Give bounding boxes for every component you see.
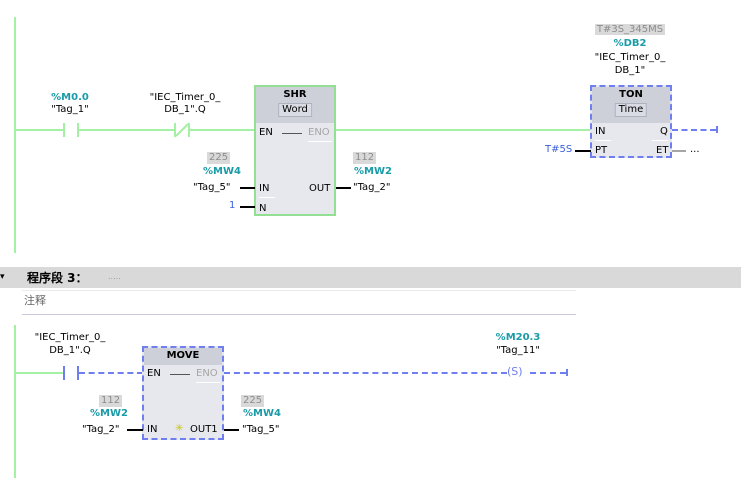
en-eno-line bbox=[170, 374, 190, 375]
instance-address: %DB2 bbox=[613, 38, 647, 49]
in-wire bbox=[127, 429, 143, 431]
rung-wire bbox=[79, 372, 143, 374]
pt-wire bbox=[575, 150, 591, 152]
pin-underline bbox=[308, 141, 332, 142]
block-name: MOVE bbox=[166, 350, 200, 361]
block-name: SHR bbox=[283, 89, 307, 100]
power-rail bbox=[14, 325, 16, 478]
coil-tag: "Tag_11" bbox=[496, 345, 540, 356]
operand-tag: "Tag_2" bbox=[353, 182, 391, 193]
move-block[interactable]: MOVE EN ENO IN ✳ OUT1 bbox=[142, 346, 224, 440]
et-wire bbox=[672, 150, 686, 152]
power-rail bbox=[14, 17, 16, 253]
en-eno-line bbox=[282, 133, 302, 134]
contact-right-bar bbox=[77, 366, 79, 380]
contact-address: %M0.0 bbox=[51, 92, 89, 103]
contact-left-bar bbox=[174, 123, 176, 137]
comment-divider bbox=[22, 314, 576, 315]
wire-end bbox=[566, 369, 568, 376]
pin-underline bbox=[652, 140, 668, 141]
pin-underline bbox=[259, 197, 275, 198]
pin-pt: PT bbox=[595, 145, 608, 156]
operand-tag: "Tag_5" bbox=[193, 182, 231, 193]
ton-block[interactable]: TON Time IN Q PT ET bbox=[590, 85, 672, 158]
contact-tag-line1: "IEC_Timer_0_ bbox=[149, 92, 221, 103]
pin-et: ET bbox=[656, 145, 669, 156]
rung-wire bbox=[224, 372, 507, 374]
coil-set-letter: S bbox=[511, 365, 519, 378]
ton-pt-constant[interactable]: T#5S bbox=[545, 144, 573, 155]
operand-tag: "Tag_5" bbox=[242, 424, 280, 435]
pin-underline bbox=[595, 140, 611, 141]
instance-line2: DB_1" bbox=[614, 65, 646, 76]
out-wire bbox=[336, 187, 351, 189]
shr-block[interactable]: SHR Word EN ENO IN N OUT bbox=[254, 85, 336, 216]
ton-et-placeholder[interactable]: ... bbox=[690, 144, 700, 155]
network-label: 程序段 3： bbox=[27, 271, 88, 285]
wire-end bbox=[716, 126, 718, 133]
instance-line1: "IEC_Timer_0_ bbox=[594, 52, 666, 63]
network-title[interactable]: ..... bbox=[108, 272, 121, 281]
contact-tag-line2: DB_1".Q bbox=[49, 345, 91, 356]
pin-in: IN bbox=[259, 183, 270, 194]
instance-value: T#3S_345MS bbox=[594, 24, 666, 35]
pin-underline bbox=[196, 382, 220, 383]
add-output-star-icon[interactable]: ✳ bbox=[175, 423, 184, 434]
pin-eno: ENO bbox=[196, 368, 218, 379]
in-wire bbox=[240, 187, 255, 189]
block-header bbox=[144, 348, 222, 365]
q-wire bbox=[672, 129, 716, 131]
comment-placeholder: 注释 bbox=[24, 294, 46, 307]
contact-tag: "Tag_1" bbox=[51, 104, 89, 115]
n-wire bbox=[240, 206, 255, 208]
operand-value: 225 bbox=[207, 152, 231, 164]
operand-address: %MW4 bbox=[243, 408, 281, 419]
operand-value: 225 bbox=[241, 395, 265, 407]
shr-n-constant[interactable]: 1 bbox=[229, 200, 236, 211]
operand-address: %MW2 bbox=[90, 408, 128, 419]
contact-tag-line2: DB_1".Q bbox=[164, 104, 206, 115]
out-wire bbox=[224, 429, 239, 431]
operand-value: 112 bbox=[353, 152, 377, 164]
datatype-selector[interactable]: Word bbox=[278, 103, 312, 117]
collapse-triangle-icon[interactable]: ▾ bbox=[0, 272, 5, 282]
contact-tag-line1: "IEC_Timer_0_ bbox=[34, 332, 106, 343]
pin-en: EN bbox=[147, 368, 161, 379]
contact-left-bar bbox=[63, 123, 65, 137]
contact-left-bar bbox=[63, 366, 65, 380]
pin-out1: OUT1 bbox=[190, 424, 218, 435]
pin-q: Q bbox=[660, 126, 668, 137]
pin-n: N bbox=[259, 203, 267, 214]
coil-symbol: (S) bbox=[507, 365, 523, 378]
negation-slash-icon bbox=[175, 123, 189, 137]
comment-field[interactable]: 注释 bbox=[22, 290, 576, 311]
operand-value: 112 bbox=[99, 395, 123, 407]
pin-in: IN bbox=[147, 424, 158, 435]
rung-wire bbox=[78, 129, 174, 131]
rung-wire bbox=[14, 129, 63, 131]
coil-wire bbox=[530, 372, 566, 374]
block-name: TON bbox=[619, 89, 643, 100]
rung-wire bbox=[189, 129, 255, 131]
operand-address: %MW4 bbox=[203, 166, 241, 177]
datatype-selector[interactable]: Time bbox=[614, 103, 648, 117]
pin-en: EN bbox=[259, 127, 273, 138]
rung-wire bbox=[336, 129, 591, 131]
coil-address: %M20.3 bbox=[495, 332, 541, 343]
operand-address: %MW2 bbox=[354, 166, 392, 177]
pin-in: IN bbox=[595, 126, 606, 137]
pin-out: OUT bbox=[309, 183, 331, 194]
operand-tag: "Tag_2" bbox=[82, 424, 120, 435]
pin-eno: ENO bbox=[308, 127, 330, 138]
rung-wire bbox=[14, 372, 63, 374]
network-header[interactable]: ▾ 程序段 3： ..... bbox=[0, 267, 741, 288]
